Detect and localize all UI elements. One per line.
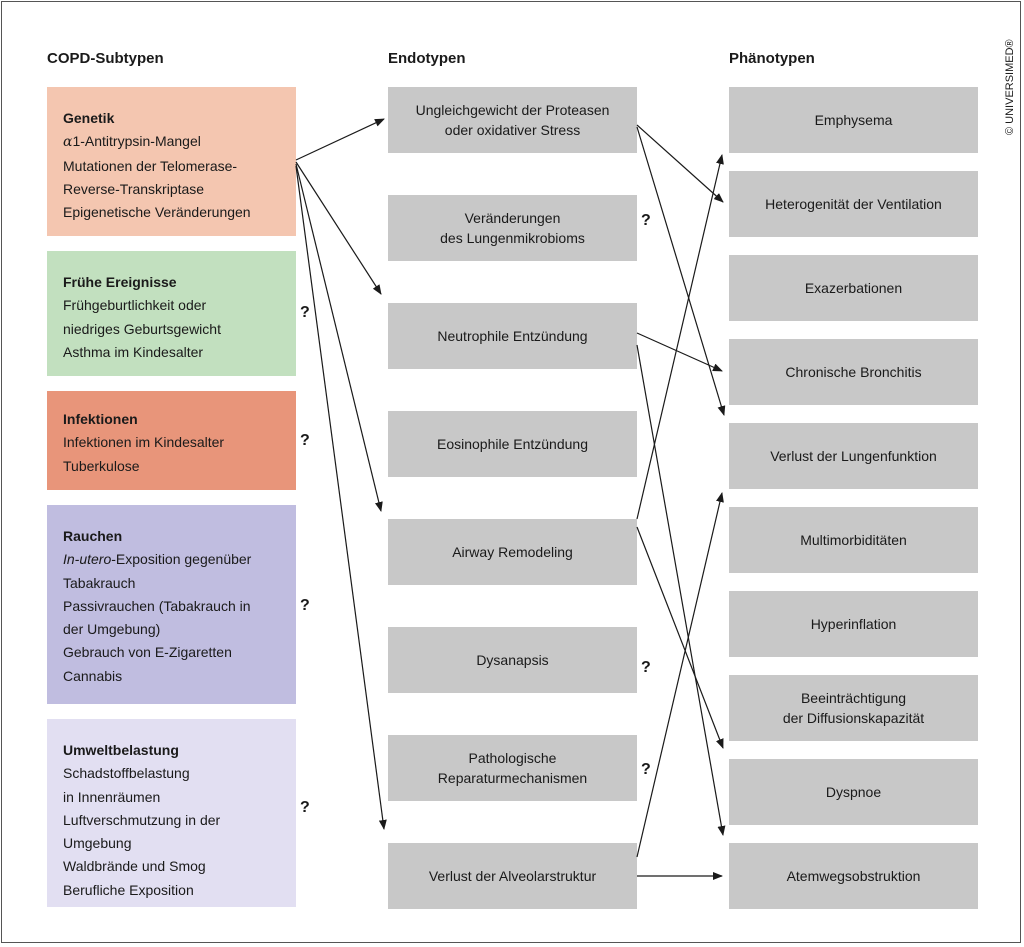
endotype-label: Reparaturmechanismen xyxy=(437,770,588,786)
subtype-title: Rauchen xyxy=(63,528,123,544)
phenotype-label: Chronische Bronchitis xyxy=(785,364,922,380)
header-endotypes: Endotypen xyxy=(388,50,466,67)
endotype-label: Verlust der Alveolarstruktur xyxy=(428,868,597,884)
phenotype-hyperinflation: Hyperinflation xyxy=(729,591,978,657)
phenotype-label: Exazerbationen xyxy=(804,280,903,296)
endotype-microbiome: Veränderungen des Lungenmikrobioms xyxy=(388,195,637,261)
phenotype-bronchitis: Chronische Bronchitis xyxy=(729,339,978,405)
subtype-line: Epigenetische Veränderungen xyxy=(63,204,251,221)
uncertain-marker: ? xyxy=(300,304,310,321)
phenotype-emphysema: Emphysema xyxy=(729,87,978,153)
endotype-airway-remodeling: Airway Remodeling xyxy=(388,519,637,585)
endotype-label: oder oxidativer Stress xyxy=(444,122,581,138)
endotype-label: Ungleichgewicht der Proteasen xyxy=(415,102,610,118)
phenotype-label: Heterogenität der Ventilation xyxy=(765,196,942,212)
subtype-genetik: Genetik α1-Antitrypsin-Mangel Mutationen… xyxy=(47,87,296,236)
subtype-title: Infektionen xyxy=(63,411,138,427)
phenotype-lung-function-loss: Verlust der Lungenfunktion xyxy=(729,423,978,489)
phenotype-label: Verlust der Lungenfunktion xyxy=(770,448,937,464)
header-phenotypes: Phänotypen xyxy=(729,50,815,67)
subtype-line: Frühgeburtlichkeit oder xyxy=(63,297,207,314)
subtype-rauchen: Rauchen In-utero-Exposition gegenüber Ta… xyxy=(47,505,296,704)
subtype-line: Umgebung xyxy=(63,835,132,852)
subtype-line: der Umgebung) xyxy=(63,621,161,638)
subtype-line: in Innenräumen xyxy=(63,788,161,805)
endotype-label: Neutrophile Entzündung xyxy=(437,328,588,344)
copyright-notice: © UNIVERSIMED® xyxy=(1004,39,1016,135)
subtype-line: Asthma im Kindesalter xyxy=(63,343,204,360)
subtype-title: Genetik xyxy=(63,110,115,126)
endotype-repair: Pathologische Reparaturmechanismen xyxy=(388,735,637,801)
endotype-dysanapsis: Dysanapsis xyxy=(388,627,637,693)
phenotype-label: Beeinträchtigung xyxy=(800,690,907,706)
phenotype-multimorbidity: Multimorbiditäten xyxy=(729,507,978,573)
phenotype-dyspnoea: Dyspnoe xyxy=(729,759,978,825)
endotype-label: Dysanapsis xyxy=(476,652,549,668)
subtype-line: Berufliche Exposition xyxy=(63,881,194,898)
uncertain-marker: ? xyxy=(641,212,651,229)
subtype-line: niedriges Geburtsgewicht xyxy=(63,320,221,337)
subtype-line: Infektionen im Kindesalter xyxy=(63,434,225,451)
subtype-line: Tabakrauch xyxy=(63,574,136,591)
endotype-neutrophilic: Neutrophile Entzündung xyxy=(388,303,637,369)
endotype-label: Eosinophile Entzündung xyxy=(436,436,588,452)
subtype-line: Reverse-Transkriptase xyxy=(63,180,205,197)
subtype-line: α1-Antitrypsin-Mangel xyxy=(63,133,201,151)
subtype-line: Gebrauch von E-Zigaretten xyxy=(63,644,232,661)
phenotype-diffusion: Beeinträchtigung der Diffusionskapazität xyxy=(729,675,978,741)
endotype-label: Airway Remodeling xyxy=(452,544,573,560)
subtype-line: Luftverschmutzung in der xyxy=(63,811,221,828)
phenotype-label: Hyperinflation xyxy=(810,616,897,632)
uncertain-marker: ? xyxy=(641,761,651,778)
phenotype-label: Multimorbiditäten xyxy=(800,532,907,548)
phenotype-ventilation: Heterogenität der Ventilation xyxy=(729,171,978,237)
uncertain-marker: ? xyxy=(300,799,310,816)
endotype-protease-imbalance: Ungleichgewicht der Proteasen oder oxida… xyxy=(388,87,637,153)
subtype-title: Umweltbelastung xyxy=(63,742,179,758)
phenotype-airway-obstruction: Atemwegsobstruktion xyxy=(729,843,978,909)
header-subtypes: COPD-Subtypen xyxy=(47,50,164,67)
subtype-line: Passivrauchen (Tabakrauch in xyxy=(63,597,251,614)
phenotype-exacerbations: Exazerbationen xyxy=(729,255,978,321)
phenotype-label: Dyspnoe xyxy=(825,784,882,800)
phenotype-label: Atemwegsobstruktion xyxy=(786,868,921,884)
phenotype-label: der Diffusionskapazität xyxy=(782,710,925,726)
endotype-eosinophilic: Eosinophile Entzündung xyxy=(388,411,637,477)
subtype-line: Mutationen der Telomerase- xyxy=(63,157,238,174)
subtype-line: In-utero-Exposition gegenüber xyxy=(63,551,252,568)
subtype-fruehe-ereignisse: Frühe Ereignisse Frühgeburtlichkeit oder… xyxy=(47,251,296,376)
endotype-label: Veränderungen xyxy=(464,210,561,226)
phenotype-label: Emphysema xyxy=(814,112,893,128)
endotype-label: des Lungenmikrobioms xyxy=(440,230,585,246)
endotype-label: Pathologische xyxy=(468,750,557,766)
uncertain-marker: ? xyxy=(300,597,310,614)
subtype-line: Tuberkulose xyxy=(63,457,140,474)
endotype-alveolar-loss: Verlust der Alveolarstruktur xyxy=(388,843,637,909)
uncertain-marker: ? xyxy=(300,432,310,449)
subtype-title: Frühe Ereignisse xyxy=(63,274,177,290)
subtype-umweltbelastung: Umweltbelastung Schadstoffbelastung in I… xyxy=(47,719,296,907)
subtype-line: Waldbrände und Smog xyxy=(63,858,206,875)
subtype-infektionen: Infektionen Infektionen im Kindesalter T… xyxy=(47,391,296,490)
subtype-line: Cannabis xyxy=(63,667,123,684)
uncertain-marker: ? xyxy=(641,659,651,676)
subtype-line: Schadstoffbelastung xyxy=(63,765,190,782)
